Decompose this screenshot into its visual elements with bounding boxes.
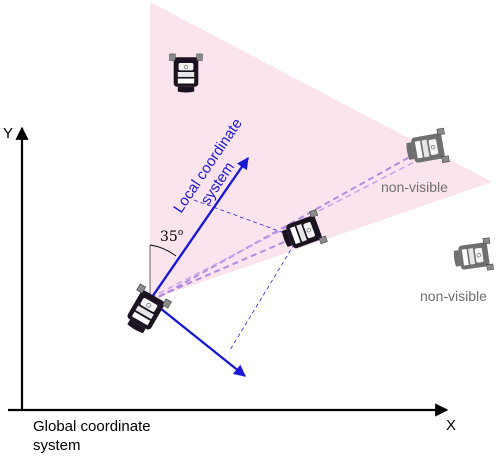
global-x-label: X <box>446 417 456 434</box>
angle-unit: o <box>178 228 183 238</box>
global-y-label: Y <box>3 125 13 142</box>
local-y-axis <box>149 157 249 301</box>
projection-dash-y <box>229 237 299 351</box>
robot-nonvisible-2 <box>451 237 495 276</box>
sight-line-nonvisible-robot-2 <box>149 159 419 299</box>
non-visible-label-2: non-visible <box>420 288 487 304</box>
global-caption-line1: Global coordinate <box>33 418 151 435</box>
sight-line-nonvisible-robot-1 <box>149 149 423 303</box>
angle-label: 35o <box>160 228 183 245</box>
sight-line-visible-robot <box>149 235 299 301</box>
projection-dash-x <box>193 199 299 239</box>
non-visible-label-1: non-visible <box>381 179 448 195</box>
global-caption-line2: system <box>33 437 81 454</box>
angle-value: 35 <box>160 229 178 245</box>
angle-arc <box>149 244 177 257</box>
local-x-axis <box>149 299 246 377</box>
field-of-view-cone <box>150 2 492 300</box>
